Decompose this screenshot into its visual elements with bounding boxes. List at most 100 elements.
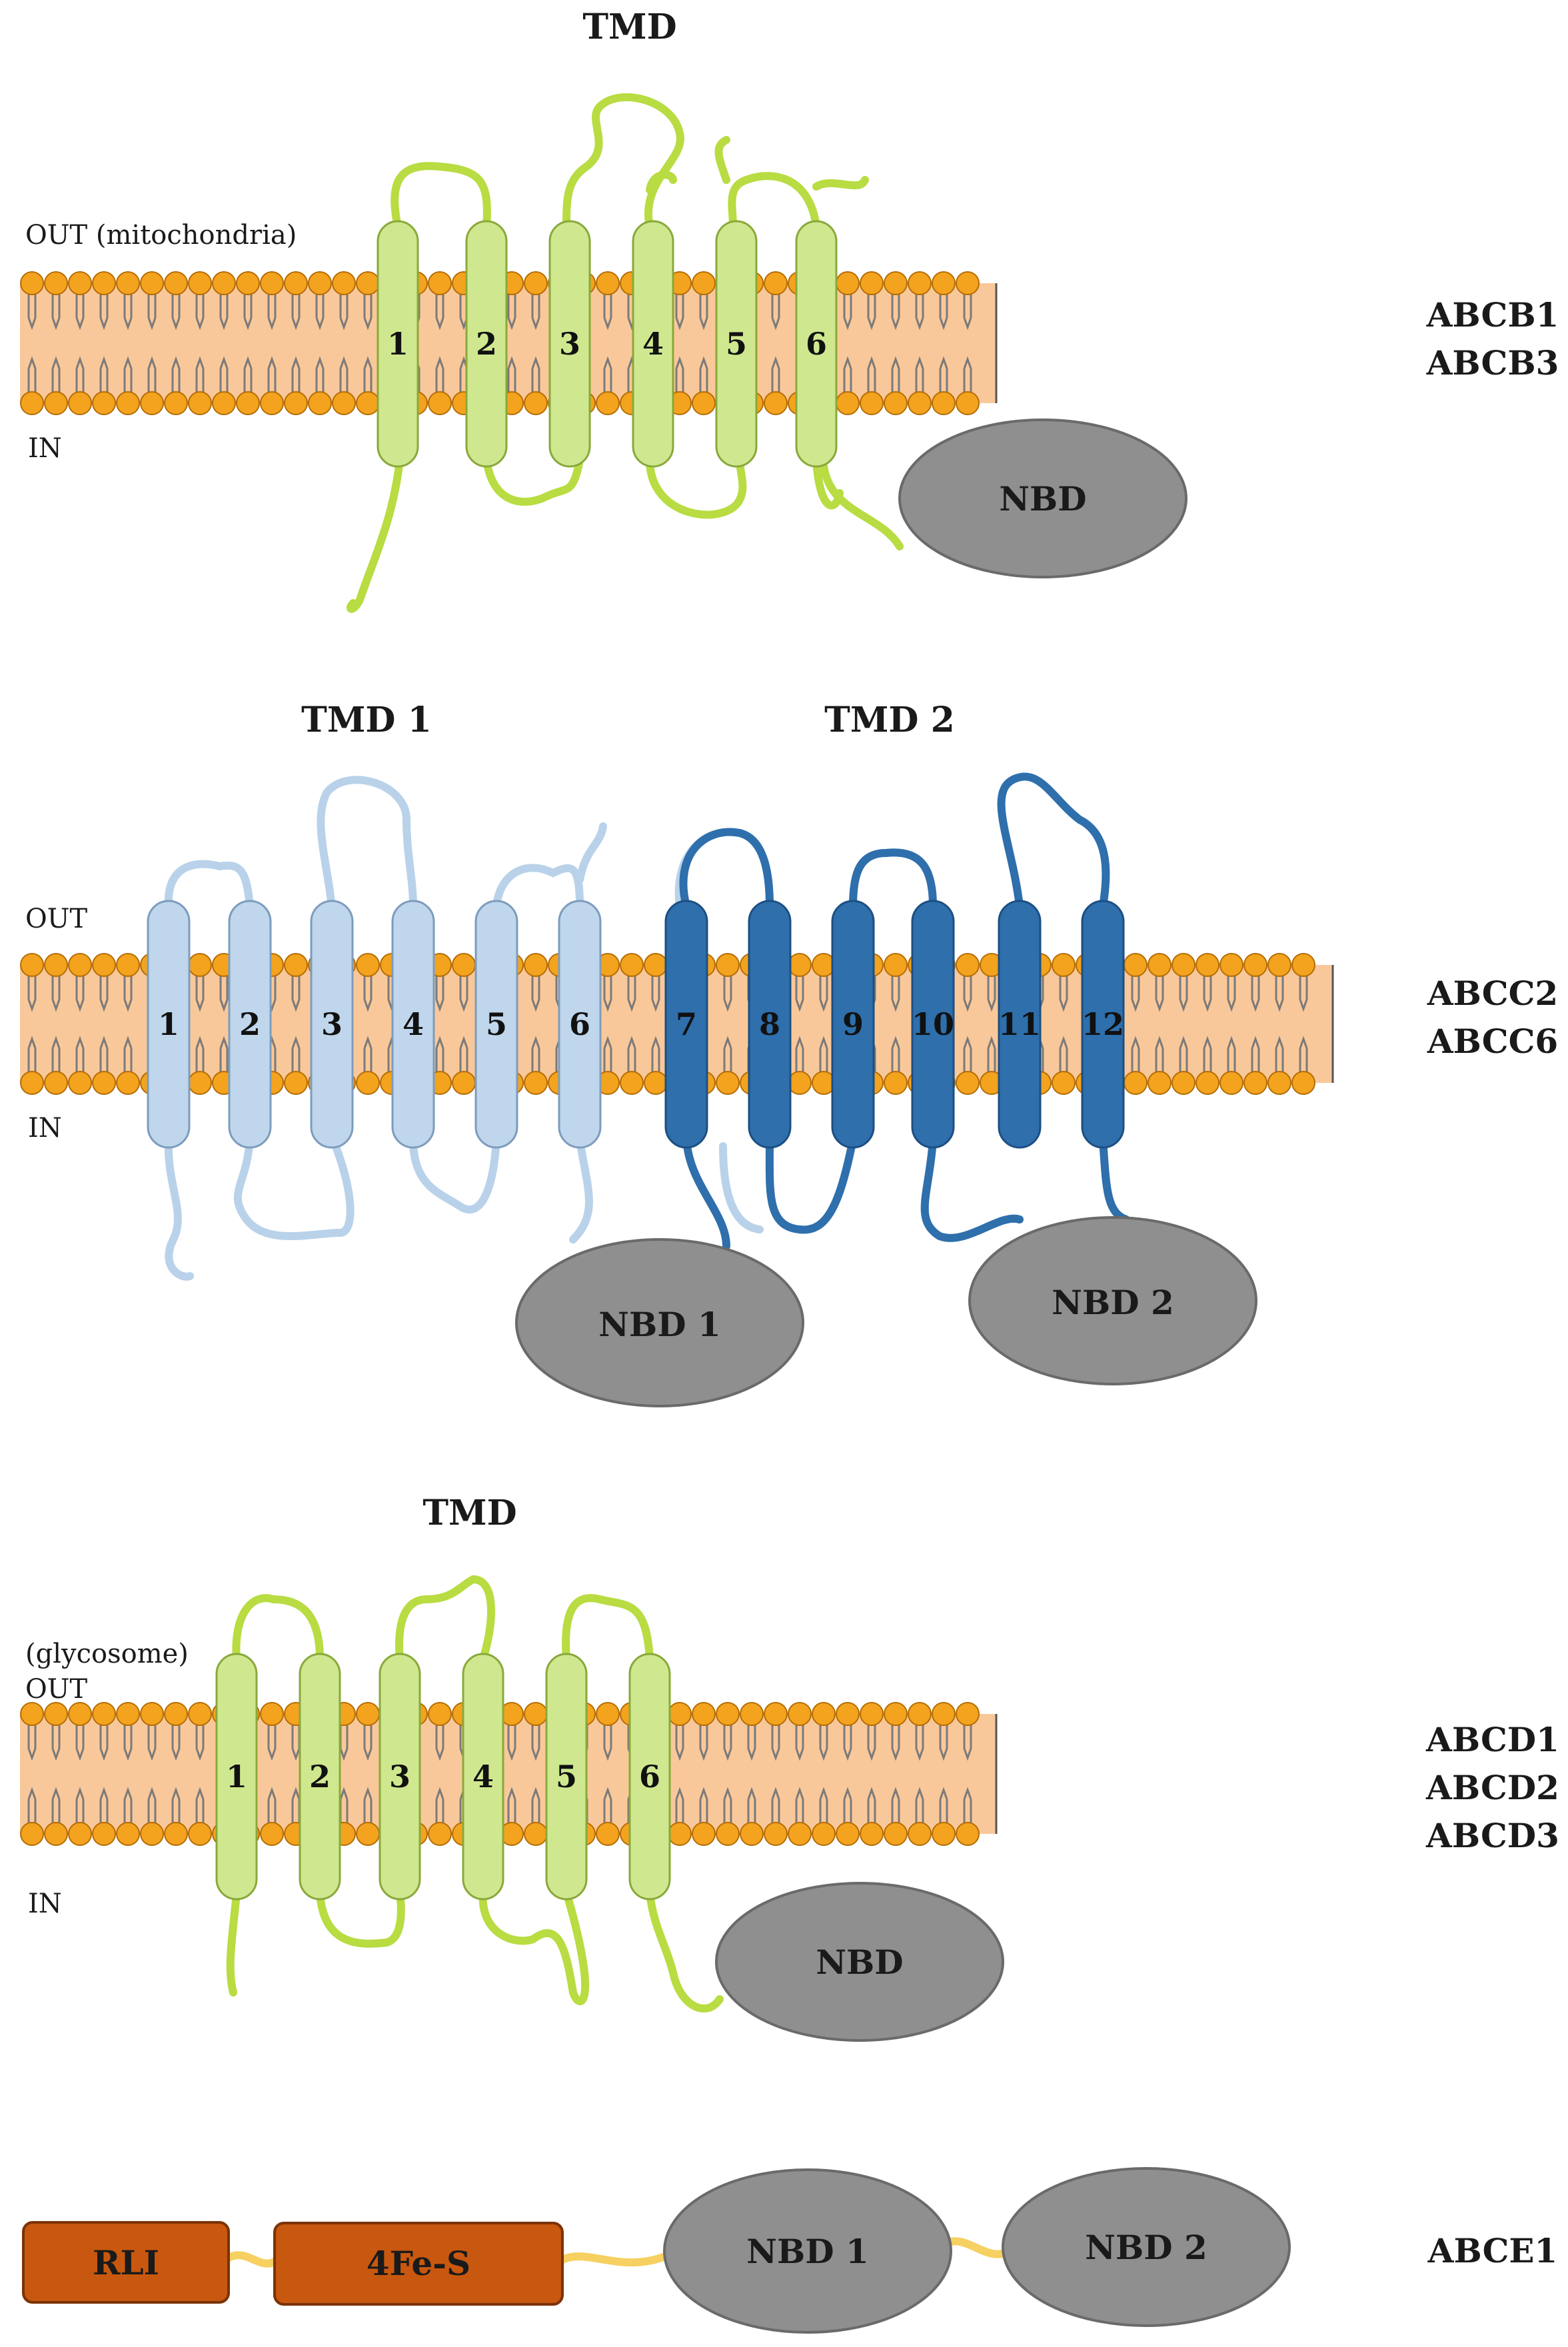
fes-label: 4Fe-S xyxy=(367,2244,470,2283)
lipid-tail-upper xyxy=(819,1722,828,1761)
lipid-tail-upper xyxy=(1059,973,1068,1012)
lipid-tail-upper xyxy=(99,291,109,331)
family-label-abcb3: ABCB3 xyxy=(1426,343,1559,383)
lipid-tail-upper xyxy=(891,1722,900,1761)
lipid-tail-lower xyxy=(507,356,516,395)
helix-number: 9 xyxy=(842,1006,864,1042)
nbd-domain: NBD xyxy=(898,418,1187,578)
lipid-tail-upper xyxy=(1155,973,1164,1012)
lipid-head-upper xyxy=(1052,953,1076,977)
lipid-head-upper xyxy=(236,271,260,295)
lipid-head-lower xyxy=(1172,1071,1195,1095)
helix-4: 4 xyxy=(391,900,435,1149)
lipid-head-upper xyxy=(908,1702,932,1726)
family-label-abcd2: ABCD2 xyxy=(1425,1768,1559,1807)
lipid-head-lower xyxy=(1148,1071,1172,1095)
helix-body xyxy=(1081,900,1125,1149)
lipid-head-upper xyxy=(524,953,548,977)
helix-body xyxy=(474,900,518,1149)
lipid-head-lower xyxy=(428,1822,452,1846)
lipid-head-upper xyxy=(92,953,116,977)
helix-number: 10 xyxy=(912,1006,954,1042)
nbd1-domain: NBD 1 xyxy=(515,1238,804,1407)
lipid-head-upper xyxy=(1148,953,1172,977)
lipid-tail-upper xyxy=(819,973,828,1012)
lipid-head-upper xyxy=(884,271,908,295)
lipid-head-lower xyxy=(956,1071,980,1095)
lipid-head-lower xyxy=(452,1071,476,1095)
helix-body xyxy=(147,900,191,1149)
lipid-head-upper xyxy=(908,271,932,295)
helix-3: 3 xyxy=(548,220,591,468)
helix-body xyxy=(462,1653,504,1901)
rli-domain: RLI xyxy=(22,2221,230,2304)
lipid-tail-lower xyxy=(99,1787,109,1826)
helix-number: 8 xyxy=(759,1006,780,1042)
lipid-tail-lower xyxy=(123,356,133,395)
lipid-tail-upper xyxy=(123,973,133,1012)
helix-body xyxy=(911,900,955,1149)
helix-6: 6 xyxy=(558,900,602,1149)
lipid-tail-lower xyxy=(219,356,229,395)
lipid-head-upper xyxy=(428,1702,452,1726)
lipid-tail-lower xyxy=(507,1787,516,1826)
helix-11: 11 xyxy=(998,900,1042,1149)
lipid-tail-lower xyxy=(75,356,85,395)
lipid-tail-lower xyxy=(27,356,37,395)
lipid-head-upper xyxy=(956,953,980,977)
helix-body xyxy=(558,900,602,1149)
lipid-tail-upper xyxy=(195,291,205,331)
tmd1-label: TMD 1 xyxy=(301,700,432,740)
lipid-tail-lower xyxy=(603,356,612,395)
lipid-tail-lower xyxy=(1203,1036,1212,1075)
nbd2-label: NBD 2 xyxy=(1052,1283,1174,1322)
helix-5: 5 xyxy=(545,1653,588,1901)
lipid-tail-upper xyxy=(843,291,852,331)
helix-5: 5 xyxy=(474,900,518,1149)
lipid-head-lower xyxy=(836,1822,860,1846)
lipid-tail-upper xyxy=(219,973,229,1012)
helix-1: 1 xyxy=(147,900,191,1149)
lipid-tail-upper xyxy=(771,1722,780,1761)
helix-body xyxy=(628,1653,671,1901)
loop-segment xyxy=(812,176,869,191)
helix-6: 6 xyxy=(628,1653,671,1901)
lipid-tail-lower xyxy=(75,1036,85,1075)
lipid-head-lower xyxy=(92,1071,116,1095)
lipid-tail-upper xyxy=(723,1722,732,1761)
loop-segment xyxy=(646,456,747,519)
lipid-head-lower xyxy=(284,391,308,415)
loop-segment xyxy=(395,1575,495,1663)
nbd2-label: NBD 2 xyxy=(1085,2228,1207,2267)
helix-body xyxy=(548,220,591,468)
helix-body xyxy=(377,220,419,468)
lipid-tail-lower xyxy=(747,1787,756,1826)
lipid-head-lower xyxy=(764,391,788,415)
lipid-head-lower xyxy=(596,1822,620,1846)
lipid-tail-lower xyxy=(915,356,924,395)
lipid-head-lower xyxy=(116,1071,140,1095)
lipid-head-lower xyxy=(44,391,68,415)
lipid-head-upper xyxy=(956,271,980,295)
lipid-tail-upper xyxy=(939,1722,948,1761)
lipid-head-lower xyxy=(92,391,116,415)
lipid-tail-upper xyxy=(27,973,37,1012)
nbd-label: NBD xyxy=(999,479,1086,518)
family-label-abcc6: ABCC6 xyxy=(1427,1022,1558,1061)
lipid-head-lower xyxy=(164,391,188,415)
lipid-tail-upper xyxy=(915,291,924,331)
lipid-tail-upper xyxy=(1131,973,1140,1012)
helix-8: 8 xyxy=(748,900,792,1149)
lipid-head-lower xyxy=(692,1822,716,1846)
lipid-head-upper xyxy=(884,1702,908,1726)
loop-segment xyxy=(562,93,684,231)
lipid-tail-lower xyxy=(819,1787,828,1826)
lipid-head-upper xyxy=(188,271,212,295)
lipid-head-lower xyxy=(596,391,620,415)
family-label-abcc2: ABCC2 xyxy=(1427,974,1558,1013)
lipid-tail-upper xyxy=(195,1722,205,1761)
lipid-tail-lower xyxy=(435,1036,444,1075)
lipid-head-upper xyxy=(1243,953,1267,977)
